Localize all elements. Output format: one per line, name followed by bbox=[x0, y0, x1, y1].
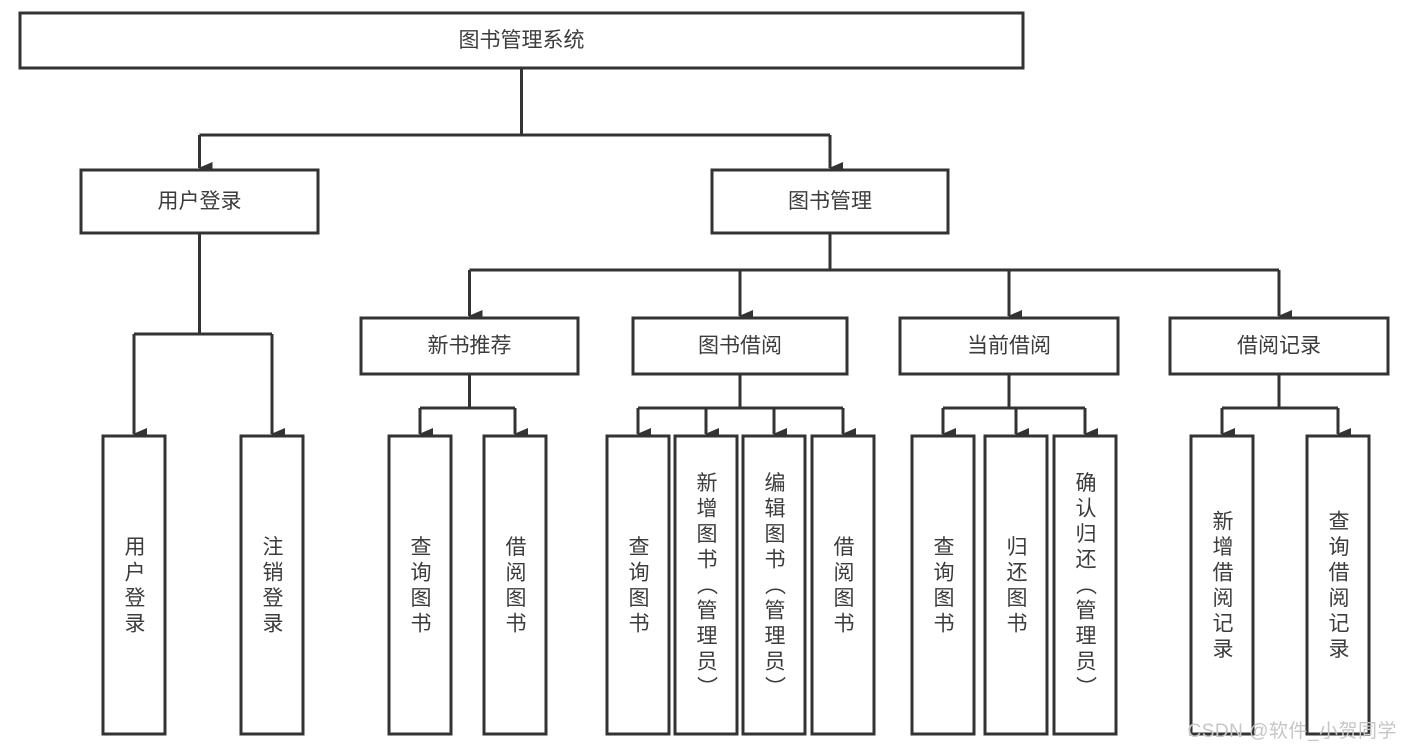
node-leaf-query-record[interactable]: 查询借阅记录 bbox=[1305, 434, 1371, 736]
node-leaf-return-book-box bbox=[983, 434, 1049, 736]
node-leaf-return-book-label: 归还图书 bbox=[1007, 536, 1028, 636]
node-leaf-borrow-book-2[interactable]: 借阅图书 bbox=[810, 434, 876, 736]
node-user-login-box bbox=[79, 168, 320, 235]
node-new-book-recommend-label: 新书推荐 bbox=[428, 335, 512, 358]
node-root-label: 图书管理系统 bbox=[459, 29, 585, 52]
node-leaf-query-book-1[interactable]: 查询图书 bbox=[387, 434, 453, 736]
node-book-manage-box bbox=[710, 168, 950, 235]
node-book-manage[interactable]: 图书管理 bbox=[710, 168, 950, 235]
node-book-borrow-label: 图书借阅 bbox=[698, 335, 782, 358]
branch-user-login bbox=[132, 233, 285, 440]
node-leaf-confirm-return-box bbox=[1052, 434, 1118, 736]
node-user-login-label: 用户登录 bbox=[158, 190, 242, 213]
node-leaf-borrow-book-1-box bbox=[482, 434, 548, 736]
branch-new-book-recommend bbox=[418, 374, 528, 440]
node-current-borrow[interactable]: 当前借阅 bbox=[898, 316, 1120, 376]
node-leaf-add-book[interactable]: 新增图书（管理员） bbox=[673, 434, 739, 736]
node-leaf-borrow-book-1-label: 借阅图书 bbox=[506, 536, 527, 636]
node-boxes: 图书管理系统用户登录图书管理新书推荐图书借阅当前借阅借阅记录用户登录注销登录查询… bbox=[18, 11, 1390, 736]
node-borrow-record-box bbox=[1168, 316, 1390, 376]
node-new-book-recommend-box bbox=[359, 316, 580, 376]
node-leaf-query-book-1-box bbox=[387, 434, 453, 736]
node-leaf-add-record[interactable]: 新增借阅记录 bbox=[1189, 434, 1255, 736]
watermark-text: CSDN @软件_小贺同学 bbox=[1187, 721, 1397, 742]
node-leaf-confirm-return-label: 确认归还（管理员） bbox=[1076, 472, 1098, 699]
node-current-borrow-box bbox=[898, 316, 1120, 376]
node-leaf-add-book-box bbox=[673, 434, 739, 736]
node-new-book-recommend[interactable]: 新书推荐 bbox=[359, 316, 580, 376]
node-leaf-query-record-label: 查询借阅记录 bbox=[1329, 510, 1350, 661]
node-leaf-add-record-label: 新增借阅记录 bbox=[1213, 510, 1234, 661]
node-root[interactable]: 图书管理系统 bbox=[18, 11, 1025, 70]
node-leaf-query-book-3-box bbox=[910, 434, 976, 736]
branch-root bbox=[198, 68, 843, 174]
node-borrow-record[interactable]: 借阅记录 bbox=[1168, 316, 1390, 376]
node-leaf-borrow-book-1[interactable]: 借阅图书 bbox=[482, 434, 548, 736]
node-leaf-user-logout-label: 注销登录 bbox=[263, 536, 284, 636]
node-leaf-confirm-return[interactable]: 确认归还（管理员） bbox=[1052, 434, 1118, 736]
node-leaf-query-book-2[interactable]: 查询图书 bbox=[605, 434, 671, 736]
node-leaf-user-login[interactable]: 用户登录 bbox=[101, 434, 167, 736]
node-leaf-edit-book[interactable]: 编辑图书（管理员） bbox=[741, 434, 807, 736]
node-root-box bbox=[18, 11, 1025, 70]
branch-book-manage bbox=[468, 233, 1292, 322]
branch-borrow-record bbox=[1220, 374, 1351, 440]
node-leaf-user-logout-box bbox=[239, 434, 305, 736]
node-leaf-query-book-2-box bbox=[605, 434, 671, 736]
node-leaf-user-login-box bbox=[101, 434, 167, 736]
node-leaf-edit-book-box bbox=[741, 434, 807, 736]
node-current-borrow-label: 当前借阅 bbox=[967, 335, 1051, 358]
node-book-borrow-box bbox=[631, 316, 849, 376]
node-user-login[interactable]: 用户登录 bbox=[79, 168, 320, 235]
node-leaf-query-book-1-label: 查询图书 bbox=[411, 536, 432, 636]
node-leaf-edit-book-label: 编辑图书（管理员） bbox=[765, 472, 787, 699]
node-leaf-user-login-label: 用户登录 bbox=[125, 536, 146, 636]
node-leaf-borrow-book-2-label: 借阅图书 bbox=[834, 536, 855, 636]
connector-lines bbox=[132, 68, 1351, 440]
node-leaf-query-book-2-label: 查询图书 bbox=[629, 536, 650, 636]
node-leaf-add-book-label: 新增图书（管理员） bbox=[697, 472, 719, 699]
branch-book-borrow bbox=[636, 374, 856, 440]
node-leaf-return-book[interactable]: 归还图书 bbox=[983, 434, 1049, 736]
node-leaf-user-logout[interactable]: 注销登录 bbox=[239, 434, 305, 736]
node-leaf-borrow-book-2-box bbox=[810, 434, 876, 736]
branch-current-borrow bbox=[941, 374, 1098, 440]
node-book-manage-label: 图书管理 bbox=[788, 190, 872, 213]
node-leaf-query-book-3[interactable]: 查询图书 bbox=[910, 434, 976, 736]
node-leaf-add-record-box bbox=[1189, 434, 1255, 736]
node-leaf-query-book-3-label: 查询图书 bbox=[934, 536, 955, 636]
node-book-borrow[interactable]: 图书借阅 bbox=[631, 316, 849, 376]
node-leaf-query-record-box bbox=[1305, 434, 1371, 736]
node-borrow-record-label: 借阅记录 bbox=[1237, 335, 1321, 358]
